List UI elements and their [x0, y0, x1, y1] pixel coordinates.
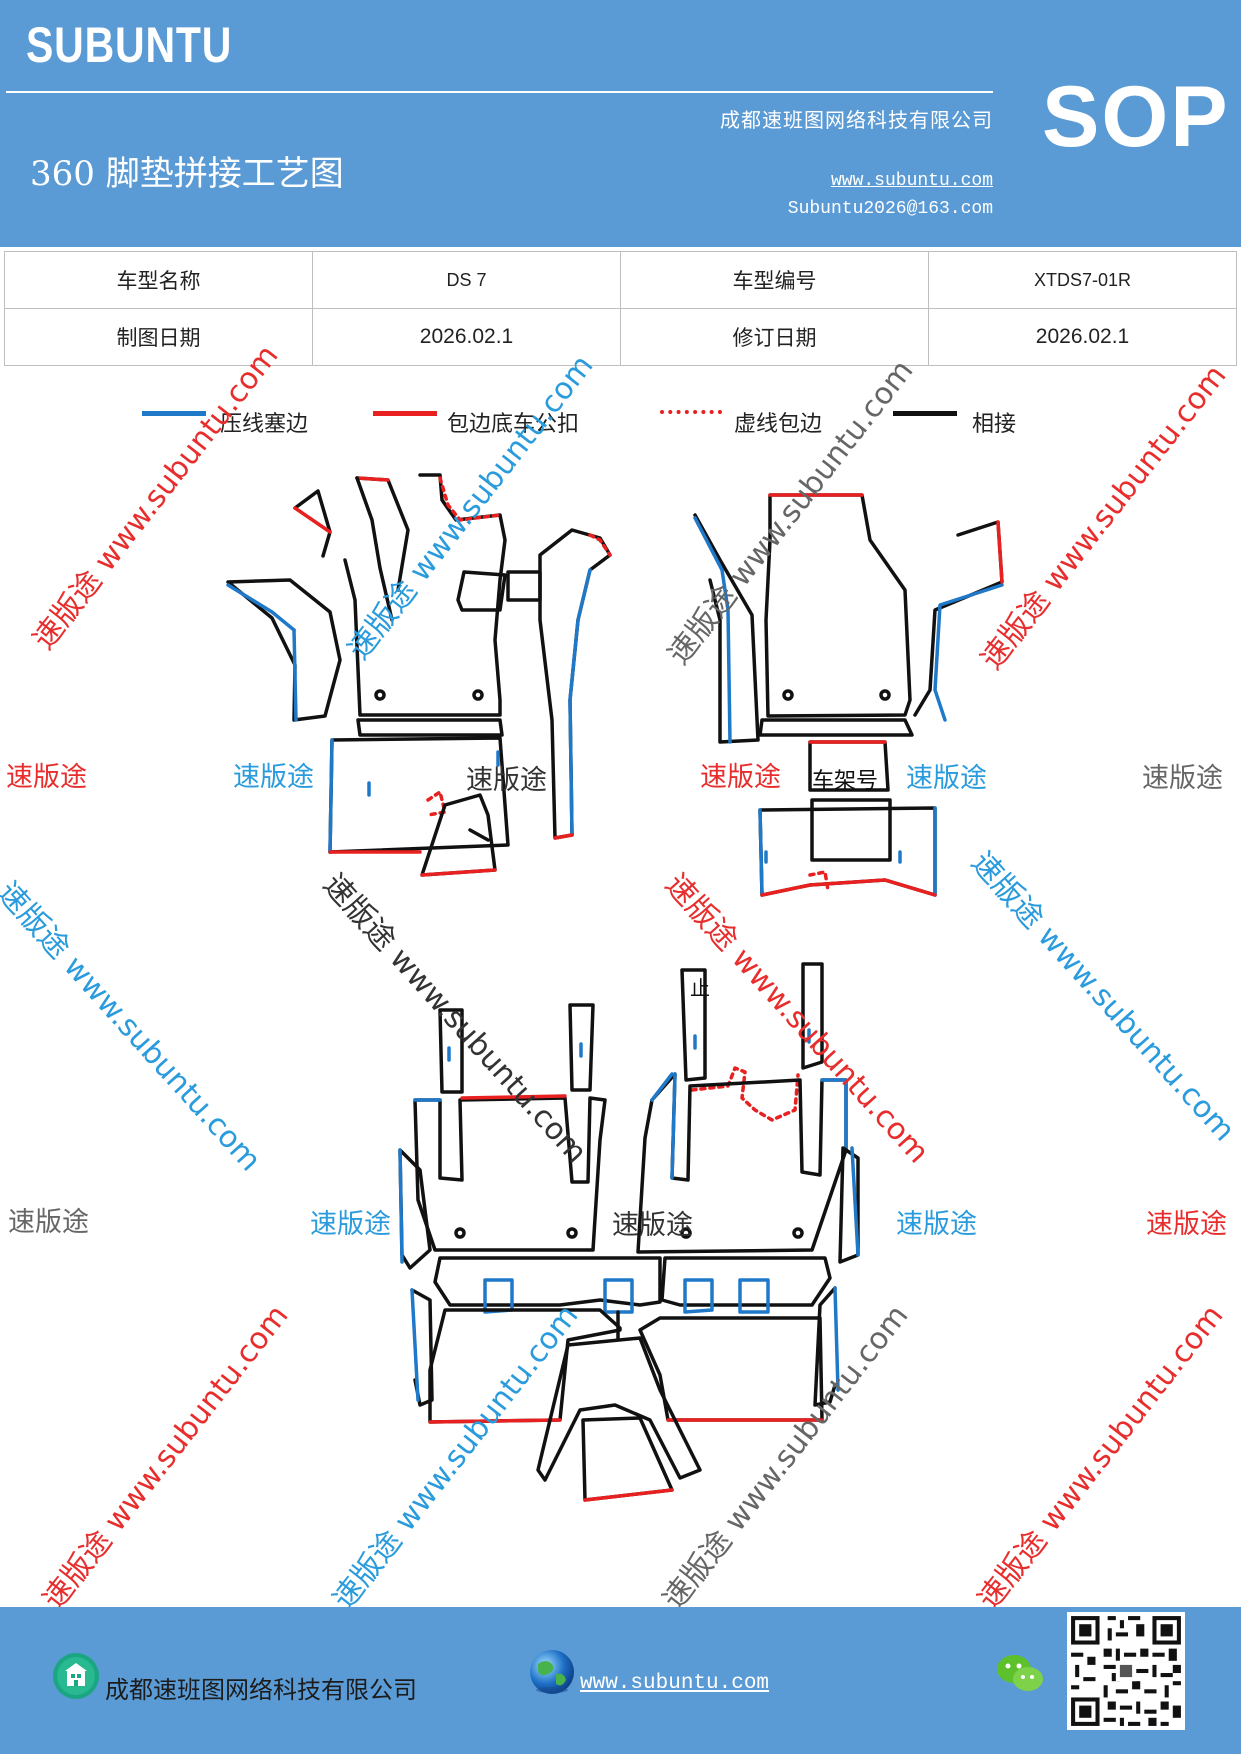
stop-label: 止 — [690, 976, 710, 1000]
qr-code[interactable] — [1067, 1612, 1185, 1730]
diagram-full-set — [398, 962, 860, 1502]
legend-label-press: 压线塞边 — [220, 412, 309, 437]
legend-label-wrap: 包边底车公扣 — [447, 412, 580, 437]
watermark: 速版途 — [1146, 1209, 1227, 1240]
legend-label-join: 相接 — [972, 412, 1017, 437]
header-bar — [0, 0, 1241, 247]
globe-icon — [530, 1650, 574, 1694]
legend-swatch-blue — [142, 411, 206, 416]
revise-date-value: 2026.02.1 — [928, 308, 1237, 366]
model-name-label: 车型名称 — [4, 251, 313, 309]
footer-website-link[interactable]: www.subuntu.com — [580, 1672, 770, 1695]
legend-swatch-black — [893, 411, 957, 416]
table-row: 制图日期 2026.02.1 修订日期 2026.02.1 — [4, 308, 1237, 366]
model-name-value: DS 7 — [312, 251, 621, 309]
watermark: 速版途 — [310, 1209, 391, 1240]
draw-date-label: 制图日期 — [4, 308, 313, 366]
revise-date-label: 修订日期 — [620, 308, 929, 366]
watermark: 速版途 — [233, 762, 314, 793]
email-address: Subuntu2026@163.com — [787, 199, 993, 219]
page-title: 360 脚垫拼接工艺图 — [30, 154, 344, 194]
header-divider — [6, 91, 993, 93]
watermark: 速版途 — [6, 762, 87, 793]
table-row: 车型名称 DS 7 车型编号 XTDS7-01R — [4, 251, 1237, 309]
website-link[interactable]: www.subuntu.com — [830, 171, 993, 191]
legend-swatch-red — [373, 411, 437, 416]
wechat-icon[interactable] — [995, 1652, 1045, 1696]
watermark: 速版途 — [8, 1207, 89, 1238]
model-code-value: XTDS7-01R — [928, 251, 1237, 309]
watermark: 速版途 — [466, 765, 547, 796]
brand-logo: SUBUNTU — [26, 17, 233, 73]
model-code-label: 车型编号 — [620, 251, 929, 309]
draw-date-value: 2026.02.1 — [312, 308, 621, 366]
diagram-front-row — [226, 473, 612, 877]
frame-number-label: 车架号 — [812, 769, 878, 794]
watermark: 速版途 — [612, 1210, 693, 1241]
watermark: 速版途 — [700, 762, 781, 793]
legend-label-dotted: 虚线包边 — [734, 412, 823, 437]
diagram-rear-row — [693, 493, 1004, 897]
watermark: 速版途 — [896, 1209, 977, 1240]
building-icon — [53, 1653, 99, 1699]
watermark: 速版途 — [1142, 763, 1223, 794]
doc-code: SOP — [1042, 69, 1230, 165]
info-table: 车型名称 DS 7 车型编号 XTDS7-01R 制图日期 2026.02.1 … — [4, 251, 1237, 366]
qr-code-image — [1067, 1612, 1185, 1730]
company-name: 成都速班图网络科技有限公司 — [720, 108, 993, 132]
watermark: 速版途 — [906, 763, 987, 794]
footer-company: 成都速班图网络科技有限公司 — [105, 1676, 417, 1704]
legend-swatch-dotted — [660, 410, 722, 414]
